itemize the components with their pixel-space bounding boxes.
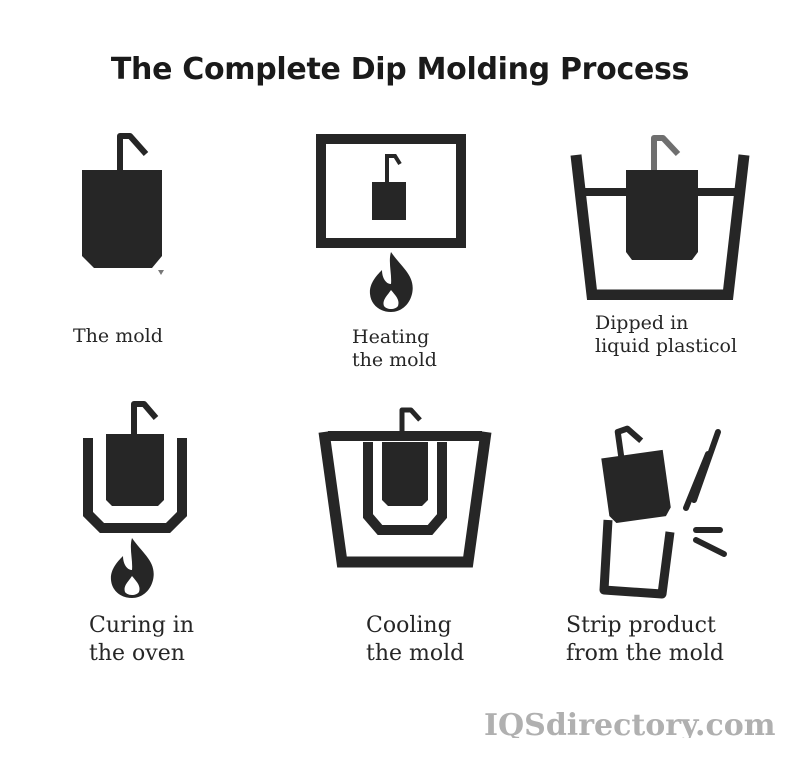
step-label-cooling: Cooling the mold <box>366 613 465 666</box>
step-label-dipping: Dipped in liquid plasticol <box>595 312 738 357</box>
mold-icon <box>82 133 164 275</box>
step-label-stripping: Strip product from the mold <box>566 613 725 666</box>
step-label-heating: Heating the mold <box>352 326 437 371</box>
flame-icon <box>369 252 413 312</box>
strip-product-icon <box>599 425 727 599</box>
step-label-curing: Curing in the oven <box>89 613 195 666</box>
curing-oven-icon <box>83 401 187 598</box>
cooling-tank-icon <box>318 407 492 568</box>
heating-oven-icon <box>316 134 466 312</box>
dip-tank-icon <box>570 135 750 300</box>
step-label-mold: The mold <box>73 325 163 347</box>
page-title: The Complete Dip Molding Process <box>110 52 690 87</box>
flame-icon <box>110 538 154 598</box>
watermark-text: IQSdirectory.com <box>484 708 776 738</box>
